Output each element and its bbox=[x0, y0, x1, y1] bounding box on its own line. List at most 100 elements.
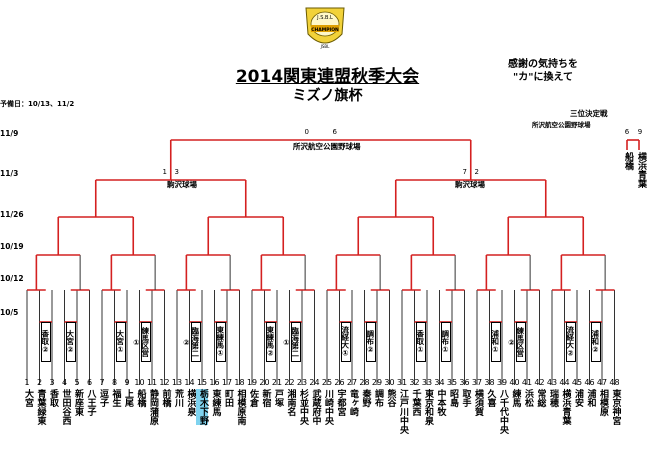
team-number: 21 bbox=[271, 378, 283, 387]
team-number: 4 bbox=[61, 378, 68, 387]
semi-score: 1 bbox=[163, 168, 167, 176]
qualifier-slot: 調布② bbox=[365, 322, 376, 362]
team-number: 43 bbox=[546, 378, 558, 387]
team-number: 15 bbox=[196, 378, 208, 387]
team-number: 32 bbox=[409, 378, 420, 387]
team-name: 調布 bbox=[373, 389, 383, 407]
team-name: 福生 bbox=[110, 389, 121, 407]
qualifier-slot: 浦和① bbox=[490, 322, 501, 362]
round-date-qf: 11/26 bbox=[0, 210, 24, 219]
team-number: 9 bbox=[124, 378, 130, 387]
team-name: 大宮 bbox=[23, 389, 33, 407]
qualifier-slot: 臨海第二① bbox=[282, 322, 301, 362]
team-number: 1 bbox=[24, 378, 30, 387]
round-date-r16: 10/19 bbox=[0, 242, 24, 251]
third-place-team: 船橋 bbox=[623, 152, 633, 170]
qualifier-slot: 調布① bbox=[440, 322, 451, 362]
team-number: 18 bbox=[234, 378, 245, 387]
third-place-team: 横浜青葉 bbox=[636, 152, 646, 188]
team-number: 33 bbox=[421, 378, 433, 387]
team-name: 川崎中央 bbox=[323, 389, 333, 425]
team-name: 八千代中央 bbox=[498, 389, 508, 434]
round-date-r32: 10/12 bbox=[0, 274, 24, 283]
team-name: 取手 bbox=[460, 389, 471, 407]
team-number: 10 bbox=[134, 378, 145, 387]
team-name: 東練馬 bbox=[210, 389, 221, 416]
logo-text-bottom: JSBL bbox=[320, 44, 330, 49]
team-number: 23 bbox=[296, 378, 308, 387]
qualifier-slot: 浦和② bbox=[590, 322, 601, 362]
team-number: 20 bbox=[259, 378, 270, 387]
slogan: 感謝の気持ちを "カ"に換えて bbox=[488, 58, 598, 84]
team-name: 新座東 bbox=[73, 389, 83, 416]
qualifier-slot: 香取② bbox=[40, 322, 51, 362]
semi-score: 7 bbox=[463, 168, 467, 176]
team-name: 昭島 bbox=[448, 389, 458, 407]
team-name: 世田谷西 bbox=[60, 389, 71, 425]
qualifier-slot: 流経大② bbox=[565, 322, 576, 362]
semi-score: 2 bbox=[475, 168, 479, 176]
team-number: 28 bbox=[359, 378, 370, 387]
team-number: 13 bbox=[171, 378, 183, 387]
team-name: 前橋 bbox=[160, 389, 171, 407]
team-number: 11 bbox=[146, 378, 158, 387]
team-number: 17 bbox=[221, 378, 233, 387]
team-number: 38 bbox=[484, 378, 495, 387]
team-name: 戸塚 bbox=[273, 389, 283, 407]
team-name: 宇都宮 bbox=[335, 389, 346, 416]
qualifier-slot: 東練馬① bbox=[215, 322, 226, 362]
logo-text-ring: CHAMPION bbox=[311, 27, 339, 33]
page-title: 2014関東連盟秋季大会 bbox=[235, 67, 420, 87]
team-number: 3 bbox=[49, 378, 55, 387]
team-name: 栃木下野 bbox=[196, 389, 208, 425]
team-number: 35 bbox=[446, 378, 458, 387]
team-name: 静岡蒲原 bbox=[148, 389, 158, 425]
team-name: 船橋 bbox=[135, 389, 146, 407]
final-score: 6 bbox=[333, 128, 338, 136]
team-number: 42 bbox=[534, 378, 545, 387]
team-name: 浦安 bbox=[573, 389, 583, 407]
team-name: 逗子 bbox=[98, 389, 108, 407]
team-name: 東京和泉 bbox=[423, 389, 433, 425]
qualifier-slot: 香取① bbox=[415, 322, 426, 362]
team-number: 31 bbox=[396, 378, 408, 387]
slogan-line-2: "カ"に換えて bbox=[513, 72, 573, 83]
team-number: 39 bbox=[496, 378, 508, 387]
team-number: 36 bbox=[459, 378, 470, 387]
third-place-title: 三位決定戦 bbox=[570, 109, 608, 118]
semi-score: 3 bbox=[175, 168, 179, 176]
team-number: 44 bbox=[559, 378, 570, 387]
logo-text-top: J.S.B.L bbox=[316, 15, 333, 21]
final-score: 0 bbox=[305, 128, 309, 136]
team-number: 30 bbox=[384, 378, 395, 387]
team-number: 46 bbox=[584, 378, 595, 387]
team-name: 秦野 bbox=[360, 389, 371, 407]
team-name: 横浜泉 bbox=[185, 389, 196, 416]
team-number: 6 bbox=[86, 378, 93, 387]
qualifier-slot: 大宮② bbox=[65, 322, 76, 362]
team-name: 佐倉 bbox=[248, 389, 258, 407]
team-name: 横浜青葉 bbox=[560, 389, 571, 425]
round-date-final: 11/9 bbox=[0, 129, 19, 138]
team-name: 瑞穂 bbox=[548, 389, 558, 407]
team-name: 横須賀 bbox=[473, 389, 483, 416]
league-logo: J.S.B.L CHAMPION JSBL bbox=[305, 7, 345, 49]
team-name: 熊谷 bbox=[385, 389, 396, 407]
team-number: 5 bbox=[74, 378, 80, 387]
team-number: 12 bbox=[159, 378, 170, 387]
team-name: 江戸川中央 bbox=[398, 389, 408, 434]
qualifier-slot: 流経大① bbox=[340, 322, 351, 362]
team-name: 八王子 bbox=[85, 389, 96, 416]
third-score: 6 bbox=[625, 128, 630, 136]
team-name: 新宿 bbox=[260, 389, 271, 407]
team-number: 7 bbox=[99, 378, 105, 387]
team-name: 久喜 bbox=[485, 389, 496, 407]
team-name: 湘南名 bbox=[285, 389, 296, 416]
team-name: 練馬 bbox=[510, 389, 521, 407]
qualifier-slot: 臨海第二② bbox=[182, 322, 201, 362]
team-name: 青葉緑東 bbox=[35, 389, 46, 425]
team-number: 2 bbox=[36, 378, 43, 387]
round-date-semi: 11/3 bbox=[0, 169, 19, 178]
team-number: 47 bbox=[596, 378, 608, 387]
team-number: 14 bbox=[184, 378, 195, 387]
